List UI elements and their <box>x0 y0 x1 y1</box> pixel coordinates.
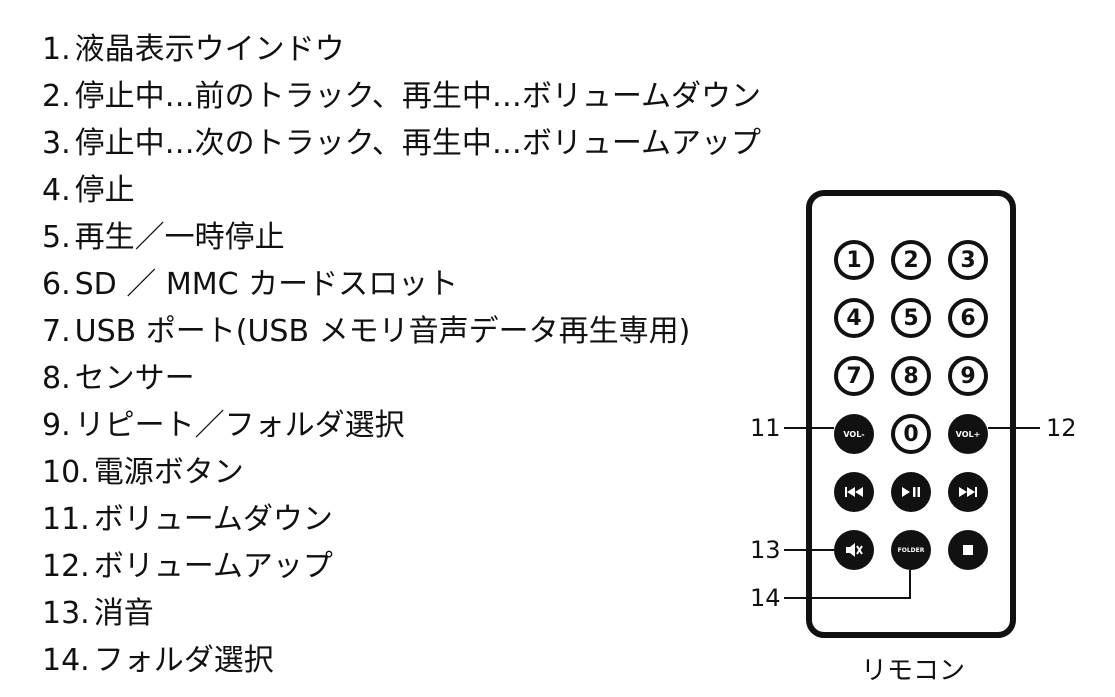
next-track-button[interactable] <box>948 472 988 512</box>
list-item: 9.リピート／フォルダ選択 <box>42 408 405 443</box>
volume-up-button[interactable]: VOL+ <box>948 414 988 454</box>
callout-label-13: 13 <box>750 536 781 564</box>
stop-icon <box>963 545 973 555</box>
mute-icon <box>846 543 863 557</box>
play-pause-button[interactable] <box>891 472 931 512</box>
digit-6-button[interactable]: 6 <box>948 298 988 338</box>
list-item: 12.ボリュームアップ <box>42 549 333 584</box>
callout-label-14: 14 <box>750 584 781 612</box>
digit-2-button[interactable]: 2 <box>891 240 931 280</box>
callout-line-14-vertical <box>909 570 911 599</box>
prev-track-button[interactable] <box>834 472 874 512</box>
digit-8-button[interactable]: 8 <box>891 356 931 396</box>
list-item: 14.フォルダ選択 <box>42 643 274 678</box>
digit-7-button[interactable]: 7 <box>834 356 874 396</box>
list-item: 1.液晶表示ウインドウ <box>42 32 345 67</box>
remote-diagram: 1 2 3 4 5 6 7 8 9 VOL- 0 VOL+ <box>740 180 1115 697</box>
list-item: 7.USB ポート(USB メモリ音声データ再生専用) <box>42 314 691 349</box>
digit-1-button[interactable]: 1 <box>834 240 874 280</box>
digit-4-button[interactable]: 4 <box>834 298 874 338</box>
digit-3-button[interactable]: 3 <box>948 240 988 280</box>
callout-line-14-horizontal <box>784 597 910 599</box>
remote-caption: リモコン <box>860 656 965 686</box>
digit-9-button[interactable]: 9 <box>948 356 988 396</box>
callout-line-13 <box>784 549 834 551</box>
list-item: 11.ボリュームダウン <box>42 502 333 537</box>
list-item: 2.停止中…前のトラック、再生中…ボリュームダウン <box>42 79 762 114</box>
list-item: 5.再生／一時停止 <box>42 220 285 255</box>
list-item: 13.消音 <box>42 596 154 631</box>
callout-label-11: 11 <box>750 414 781 442</box>
callout-label-12: 12 <box>1046 414 1077 442</box>
list-item: 3.停止中…次のトラック、再生中…ボリュームアップ <box>42 126 762 161</box>
play-pause-icon <box>902 487 920 497</box>
prev-track-icon <box>845 487 863 497</box>
list-item: 8.センサー <box>42 361 195 396</box>
list-item: 4.停止 <box>42 173 135 208</box>
feature-list: 1.液晶表示ウインドウ 2.停止中…前のトラック、再生中…ボリュームダウン 3.… <box>42 26 802 684</box>
callout-line-12 <box>988 427 1040 429</box>
remote-control-body: 1 2 3 4 5 6 7 8 9 VOL- 0 VOL+ <box>806 190 1016 638</box>
list-item: 6.SD ／ MMC カードスロット <box>42 267 459 302</box>
folder-button[interactable]: FOLDER <box>891 530 931 570</box>
list-item: 10.電源ボタン <box>42 455 244 490</box>
volume-down-button[interactable]: VOL- <box>834 414 874 454</box>
digit-0-button[interactable]: 0 <box>891 414 931 454</box>
digit-5-button[interactable]: 5 <box>891 298 931 338</box>
callout-line-11 <box>784 427 834 429</box>
mute-button[interactable] <box>834 530 874 570</box>
stop-button[interactable] <box>948 530 988 570</box>
next-track-icon <box>959 487 977 497</box>
